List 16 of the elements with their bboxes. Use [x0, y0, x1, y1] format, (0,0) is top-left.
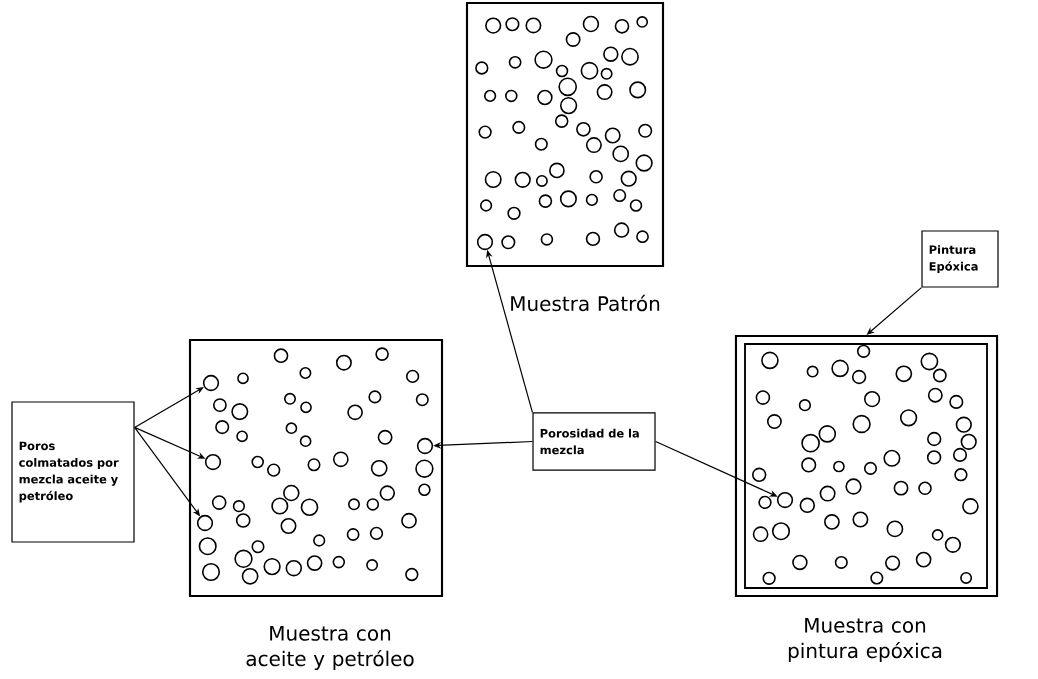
callout-box: Poros colmatados por mezcla aceite y petróleo — [11, 401, 135, 543]
pore — [476, 233, 494, 251]
pore — [776, 491, 794, 509]
sample-square — [188, 338, 444, 598]
pore — [196, 514, 214, 532]
pore — [202, 374, 220, 392]
arrow — [134, 387, 204, 428]
callout-box: Porosidad de la mezcla — [532, 412, 656, 471]
pore — [204, 453, 222, 471]
pore — [416, 437, 434, 455]
sample-caption: Muestra con pintura epóxica — [788, 618, 942, 663]
callout-box: Pintura Epóxica — [921, 230, 999, 288]
sample-caption: Muestra Patrón — [511, 294, 660, 312]
sample-square — [465, 1, 665, 268]
sample-square — [734, 334, 999, 598]
sample-caption: Muestra con aceite y petróleo — [246, 626, 414, 671]
